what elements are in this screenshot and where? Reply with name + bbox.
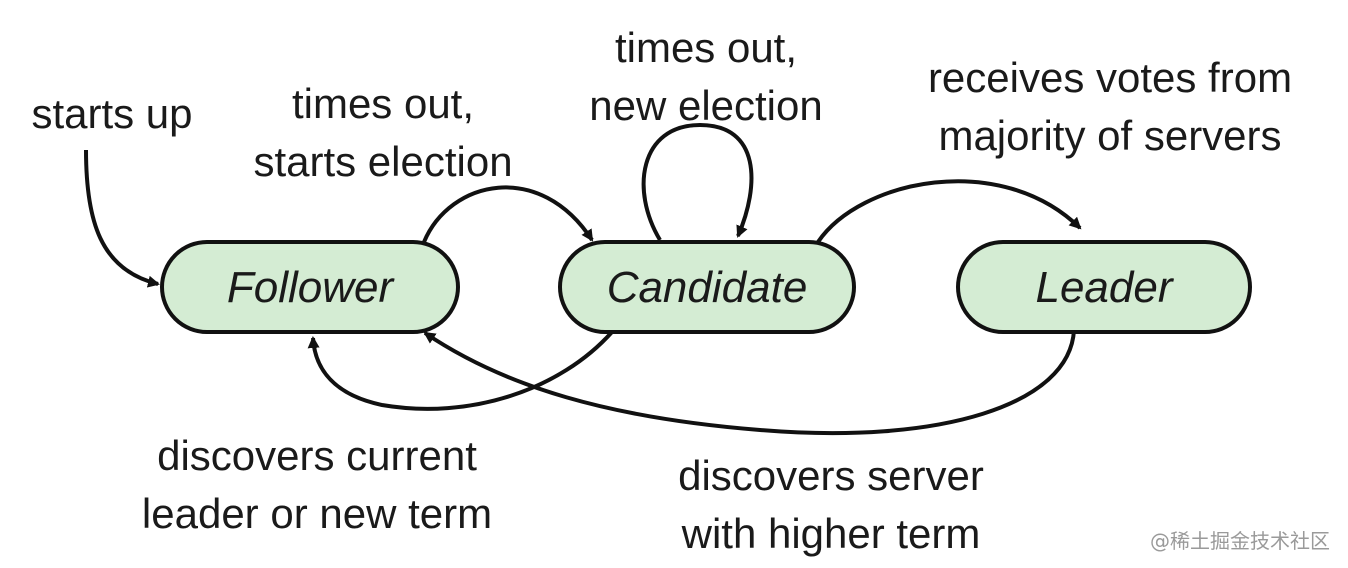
label-candidate-to-follower: discovers current leader or new term	[142, 432, 492, 537]
state-follower-label: Follower	[227, 263, 396, 312]
label-candidate-to-leader: receives votes from majority of servers	[928, 54, 1292, 159]
label-candidate-to-follower-line-2: leader or new term	[142, 490, 492, 537]
label-leader-to-follower: discovers server with higher term	[678, 452, 984, 557]
state-follower: Follower	[160, 240, 460, 334]
arrow-candidate-to-leader	[816, 179, 1082, 244]
label-starts-up-line-1: starts up	[31, 90, 192, 137]
label-candidate-self-line-1: times out,	[615, 24, 797, 71]
arrow-starts-up	[84, 149, 160, 288]
arrow-candidate-to-follower	[307, 330, 614, 411]
state-leader-label: Leader	[1035, 263, 1174, 312]
state-candidate: Candidate	[558, 240, 856, 334]
label-candidate-to-leader-line-1: receives votes from	[928, 54, 1292, 101]
label-candidate-self-line-2: new election	[589, 82, 822, 129]
label-follower-to-candidate-line-2: starts election	[253, 138, 512, 185]
state-candidate-pill	[558, 240, 856, 334]
arrow-leader-to-follower	[423, 329, 1076, 436]
label-candidate-self: times out, new election	[589, 24, 822, 129]
label-follower-to-candidate: times out, starts election	[253, 80, 512, 185]
label-leader-to-follower-line-1: discovers server	[678, 452, 984, 499]
label-follower-to-candidate-line-1: times out,	[292, 80, 474, 127]
label-leader-to-follower-line-2: with higher term	[681, 510, 981, 557]
label-starts-up: starts up	[31, 90, 192, 137]
state-candidate-label: Candidate	[607, 263, 808, 312]
arrow-follower-to-candidate	[422, 185, 594, 243]
label-candidate-to-leader-line-2: majority of servers	[938, 112, 1281, 159]
state-follower-pill	[160, 240, 460, 334]
watermark: @稀土掘金技术社区	[1150, 529, 1330, 553]
arrow-candidate-self-loop	[641, 122, 754, 242]
label-candidate-to-follower-line-1: discovers current	[157, 432, 477, 479]
state-leader-pill	[956, 240, 1252, 334]
state-leader: Leader	[956, 240, 1252, 334]
